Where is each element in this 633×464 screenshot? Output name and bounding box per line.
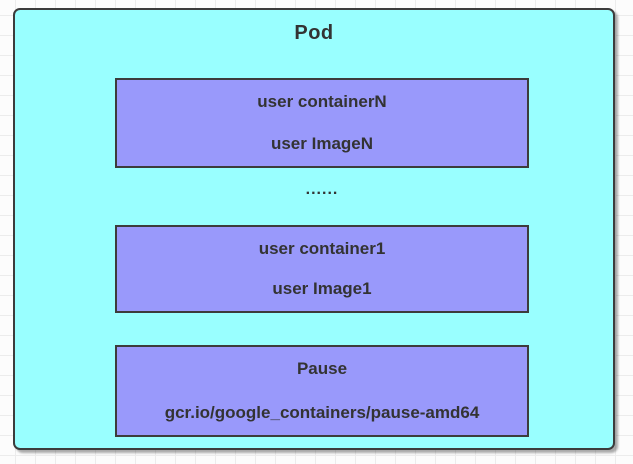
container-box-user-containerN[interactable]: user containerN user ImageN [115,78,529,168]
container-image-label: user Image1 [272,279,372,298]
ellipsis-text: ...... [305,181,339,198]
pod-title: Pod [294,22,334,44]
container-box-pause[interactable]: Pause gcr.io/google_containers/pause-amd… [115,345,529,437]
container-name-label: Pause [296,359,348,378]
container-image-label: user ImageN [270,134,374,153]
pod-box[interactable]: Pod user containerN user ImageN ...... u… [13,8,615,450]
container-box-user-container1[interactable]: user container1 user Image1 [115,225,529,313]
container-image-label: gcr.io/google_containers/pause-amd64 [164,403,480,422]
container-name-label: user container1 [258,239,386,258]
container-name-label: user containerN [257,92,387,111]
